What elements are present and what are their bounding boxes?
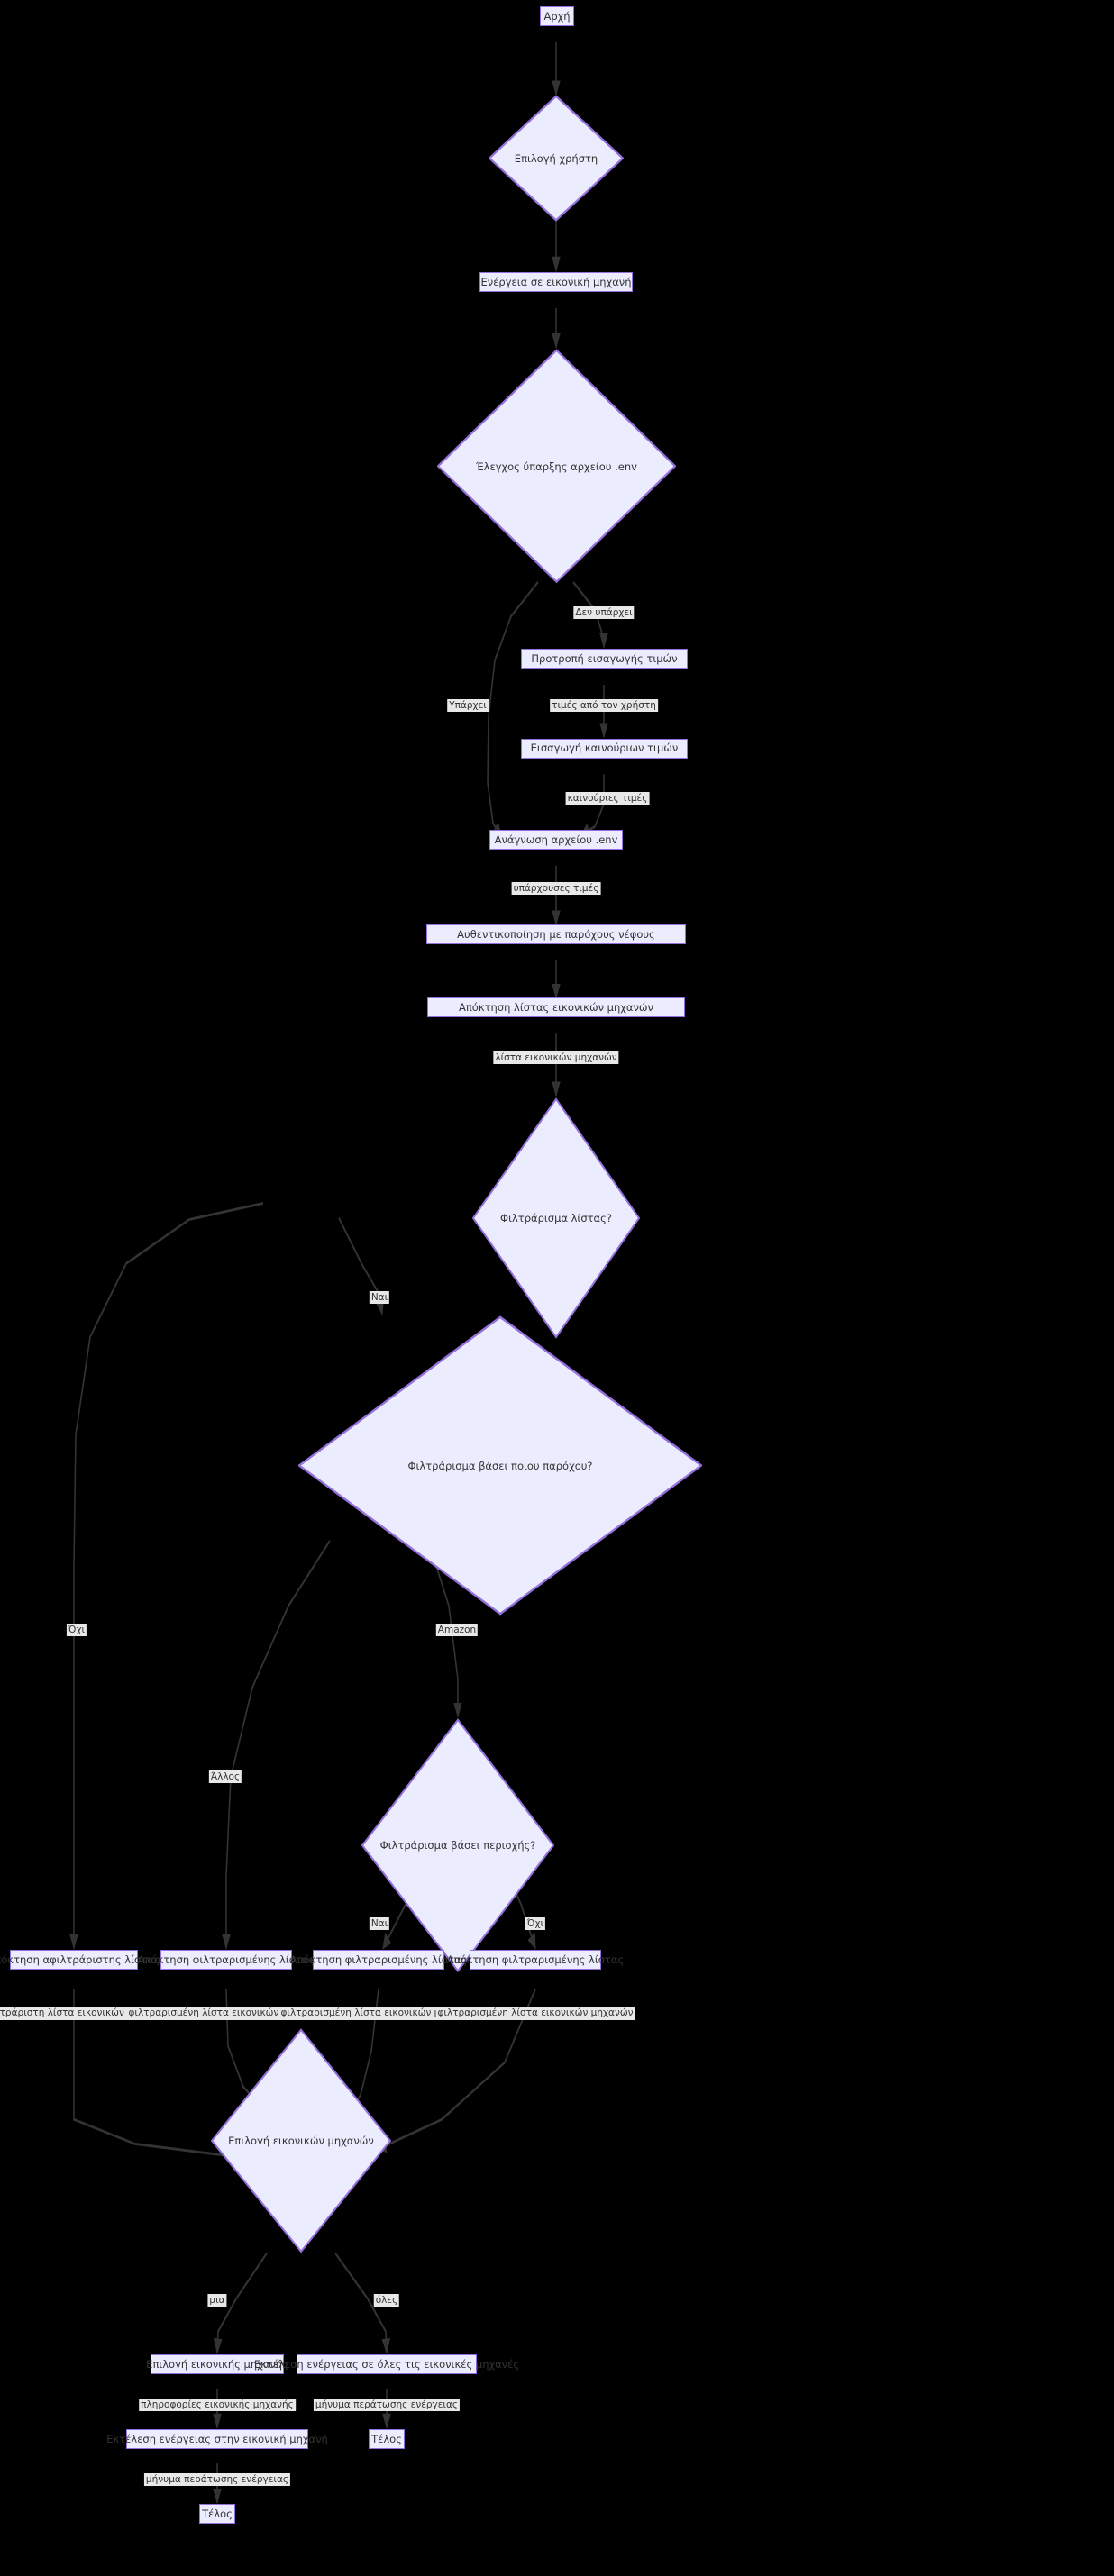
- edge-label-minima-peratosis-all: μήνυμα περάτωσης ενέργειας: [313, 2398, 461, 2411]
- node-end-all-label: Τέλος: [371, 2432, 402, 2445]
- node-select-one-vm-label: Επιλογή εικονικής μηχανής: [146, 2357, 288, 2371]
- node-get-filtered-no-label: Απόκτηση φιλτραρισμένης λίστας: [446, 1952, 625, 1966]
- node-get-unfiltered[interactable]: Απόκτηση αφιλτράριστης λίστας: [0, 1950, 160, 1971]
- edge-filter-list-to-get-unfiltered: [69, 1201, 264, 1951]
- node-read-env[interactable]: Ανάγνωση αρχείου .env: [489, 830, 623, 851]
- node-start[interactable]: Αρχή: [540, 6, 574, 27]
- node-select-one-vm[interactable]: Επιλογή εικονικής μηχανής: [146, 2353, 288, 2374]
- node-check-env[interactable]: Έλεγχος ύπαρξης αρχείου .env: [437, 349, 676, 584]
- node-get-unfiltered-label: Απόκτηση αφιλτράριστης λίστας: [0, 1952, 160, 1966]
- node-end-one[interactable]: Τέλος: [199, 2504, 235, 2525]
- edge-label-oles: όλες: [373, 2293, 400, 2307]
- edge-label-plirofories-eikonikis-mixanis: πληροφορίες εικονικής μηχανής: [139, 2398, 296, 2411]
- edge-label-yparxouses-times: υπάρχουσες τιμές: [511, 881, 601, 895]
- node-exec-all[interactable]: Εκτέλεση ενέργειας σε όλες τις εικονικές…: [254, 2353, 519, 2374]
- node-get-filtered-other[interactable]: Απόκτηση φιλτραρισμένης λίστας: [138, 1950, 315, 1971]
- node-select-vms[interactable]: Επιλογή εικονικών μηχανών: [211, 2028, 391, 2253]
- node-get-filtered-yes-label: Απόκτηση φιλτραρισμένης λίστας: [289, 1952, 468, 1966]
- node-filter-region-label: Φιλτράρισμα βάσει περιοχής?: [379, 1839, 536, 1852]
- edge-label-allos: Άλλος: [208, 1770, 242, 1784]
- node-exec-one-label: Εκτέλεση ενέργειας στην εικονική μηχανή: [106, 2432, 328, 2445]
- edge-label-lista-eikonikon-mixanon: λίστα εικονικών μηχανών: [493, 1051, 619, 1065]
- edge-label-yparxei: Υπάρχει: [447, 699, 489, 713]
- edge-label-oxi-filter-list: Όχι: [66, 1624, 87, 1637]
- edge-label-nai-filter-region: Ναι: [369, 1916, 390, 1931]
- node-enter-values[interactable]: Εισαγωγή καινούριων τιμών: [521, 738, 688, 759]
- diamond-shape: [298, 1315, 702, 1616]
- node-filter-region[interactable]: Φιλτράρισμα βάσει περιοχής?: [361, 1718, 554, 1973]
- node-end-all[interactable]: Τέλος: [369, 2429, 405, 2450]
- node-get-filtered-no[interactable]: Απόκτηση φιλτραρισμένης λίστας: [447, 1950, 624, 1971]
- node-exec-all-label: Εκτέλεση ενέργειας σε όλες τις εικονικές…: [253, 2357, 520, 2371]
- node-vm-action[interactable]: Ενέργεια σε εικονική μηχανή: [479, 272, 633, 293]
- node-prompt-values[interactable]: Προτροπή εισαγωγής τιμών: [521, 649, 688, 669]
- node-auth-cloud[interactable]: Αυθεντικοποίηση με παρόχους νέφους: [426, 924, 686, 944]
- diamond-shape: [437, 349, 676, 584]
- node-filter-provider-label: Φιλτράρισμα βάσει ποιου παρόχου?: [407, 1459, 593, 1472]
- edge-label-den-yparxei: Δεν υπάρχει: [573, 606, 635, 620]
- node-exec-one[interactable]: Εκτέλεση ενέργειας στην εικονική μηχανή: [106, 2429, 328, 2450]
- node-filter-provider[interactable]: Φιλτράρισμα βάσει ποιου παρόχου?: [298, 1315, 702, 1616]
- diamond-shape: [472, 1097, 640, 1339]
- edge-label-filtrarismeni-lista-other: φιλτραρισμένη λίστα εικονικών μηχανών: [126, 2007, 326, 2020]
- diamond-shape: [211, 2028, 391, 2253]
- node-filter-list[interactable]: Φιλτράρισμα λίστας?: [472, 1097, 640, 1339]
- node-get-filtered-other-label: Απόκτηση φιλτραρισμένης λίστας: [137, 1952, 315, 1966]
- node-check-env-label: Έλεγχος ύπαρξης αρχείου .env: [476, 460, 637, 473]
- node-select-vms-label: Επιλογή εικονικών μηχανών: [228, 2134, 374, 2147]
- node-get-vm-list[interactable]: Απόκτηση λίστας εικονικών μηχανών: [427, 997, 685, 1018]
- node-get-filtered-yes[interactable]: Απόκτηση φιλτραρισμένης λίστας: [290, 1950, 467, 1971]
- edge-label-nai-filter-list: Ναι: [369, 1291, 390, 1305]
- node-auth-cloud-label: Αυθεντικοποίηση με παρόχους νέφους: [457, 927, 655, 941]
- node-user-choice[interactable]: Επιλογή χρήστη: [489, 95, 624, 222]
- edge-label-oxi-filter-region: Όχι: [525, 1916, 546, 1931]
- edge-label-amazon: Amazon: [435, 1624, 479, 1637]
- node-prompt-values-label: Προτροπή εισαγωγής τιμών: [531, 651, 678, 665]
- edge-label-filtrarismeni-lista-yes: φιλτραρισμένη λίστα εικονικών μηχανών: [278, 2007, 479, 2020]
- edge-label-times-apo-ton-xristi: τιμές από τον χρήστη: [550, 699, 658, 713]
- node-read-env-label: Ανάγνωση αρχείου .env: [494, 833, 618, 846]
- edge-label-mia: μια: [207, 2293, 227, 2307]
- edge-check-env-to-read-env: [487, 580, 539, 838]
- node-vm-action-label: Ενέργεια σε εικονική μηχανή: [480, 275, 632, 288]
- node-end-one-label: Τέλος: [202, 2508, 233, 2521]
- node-start-label: Αρχή: [543, 9, 571, 23]
- diamond-shape: [361, 1718, 554, 1973]
- node-filter-list-label: Φιλτράρισμα λίστας?: [500, 1211, 612, 1224]
- node-user-choice-label: Επιλογή χρήστη: [514, 151, 598, 165]
- node-get-vm-list-label: Απόκτηση λίστας εικονικών μηχανών: [459, 1001, 653, 1015]
- edge-label-filtrarismeni-lista-no: φιλτραρισμένη λίστα εικονικών μηχανών: [435, 2007, 635, 2020]
- edge-label-minima-peratosis-one: μήνυμα περάτωσης ενέργειας: [143, 2473, 291, 2487]
- node-enter-values-label: Εισαγωγή καινούριων τιμών: [530, 742, 679, 755]
- diamond-shape: [489, 95, 624, 222]
- edge-label-kainouries-times: καινούριες τιμές: [565, 792, 650, 806]
